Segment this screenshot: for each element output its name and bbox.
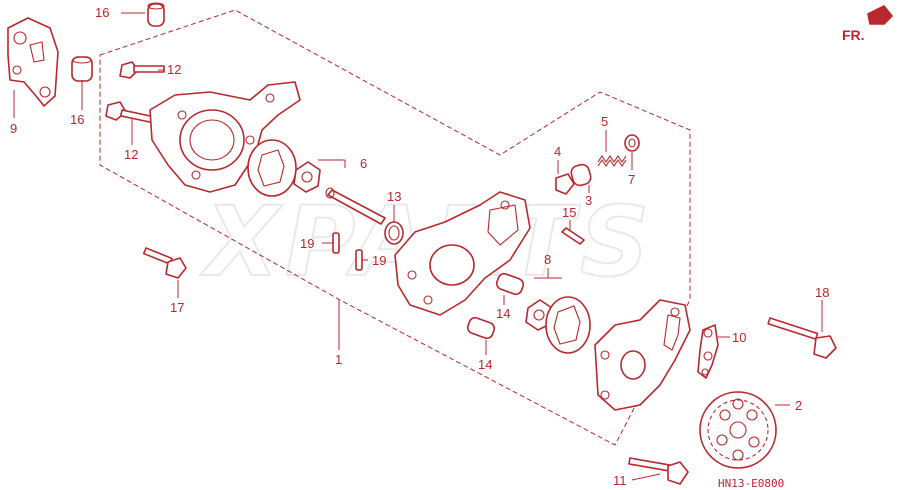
gasket-part — [697, 324, 719, 379]
callout-12: 12 — [124, 147, 138, 162]
callout-15: 15 — [562, 205, 576, 220]
flange-bolt-part — [628, 457, 689, 485]
front-direction-arrow-icon — [867, 5, 893, 25]
front-direction-label: FR. — [842, 27, 865, 43]
flange-bolt-part — [105, 101, 155, 124]
callout-10: 10 — [732, 330, 746, 345]
outer-rotor-part — [545, 296, 591, 354]
pump-housing-part — [149, 81, 301, 193]
callout-13: 13 — [387, 189, 401, 204]
dowel-pin-part — [495, 272, 525, 296]
pump-body-part — [394, 191, 531, 316]
callout-16: 16 — [70, 112, 84, 127]
flange-bolt-part — [142, 247, 187, 279]
callout-18: 18 — [815, 285, 829, 300]
dowel-pin-part — [466, 316, 496, 340]
drawing-code: HN13-E0800 — [718, 477, 784, 490]
dowel-pin-part — [147, 2, 165, 27]
sealing-washer-part — [624, 134, 640, 152]
callout-11: 11 — [613, 473, 627, 488]
spring-pin-part — [561, 227, 585, 245]
flange-bolt-part — [119, 61, 165, 79]
callout-14: 14 — [478, 357, 492, 372]
flange-bolt-part — [767, 317, 837, 359]
o-ring-part — [384, 221, 404, 245]
dowel-pin-part — [71, 56, 93, 82]
pump-cover-part — [594, 299, 691, 411]
callout-9: 9 — [10, 121, 17, 136]
callout-3: 3 — [585, 193, 592, 208]
assembly-outline — [99, 9, 691, 446]
valve-piston-part — [570, 163, 592, 187]
callout-6: 6 — [360, 156, 367, 171]
callout-4: 4 — [554, 144, 561, 159]
callout-labels: 16 12 9 16 12 6 13 19 19 17 1 4 5 7 3 15… — [10, 5, 829, 488]
callout-17: 17 — [170, 300, 184, 315]
callout-8: 8 — [544, 252, 551, 267]
callout-2: 2 — [795, 398, 802, 413]
inner-rotor-part — [293, 161, 321, 193]
callout-19: 19 — [300, 236, 314, 251]
callout-19: 19 — [372, 253, 386, 268]
leader-lines — [13, 12, 823, 481]
callout-5: 5 — [601, 114, 608, 129]
callout-7: 7 — [628, 172, 635, 187]
callout-16: 16 — [95, 5, 109, 20]
callout-12: 12 — [167, 62, 181, 77]
callout-14: 14 — [496, 306, 510, 321]
pump-shaft-part — [325, 187, 386, 225]
pin-part — [355, 249, 363, 271]
drive-gear-part — [699, 391, 777, 469]
callout-1: 1 — [335, 352, 342, 367]
outer-rotor-part — [247, 139, 297, 197]
valve-spring-part — [597, 155, 627, 167]
bracket-plate-part — [7, 17, 59, 107]
relief-valve-part — [555, 173, 575, 195]
